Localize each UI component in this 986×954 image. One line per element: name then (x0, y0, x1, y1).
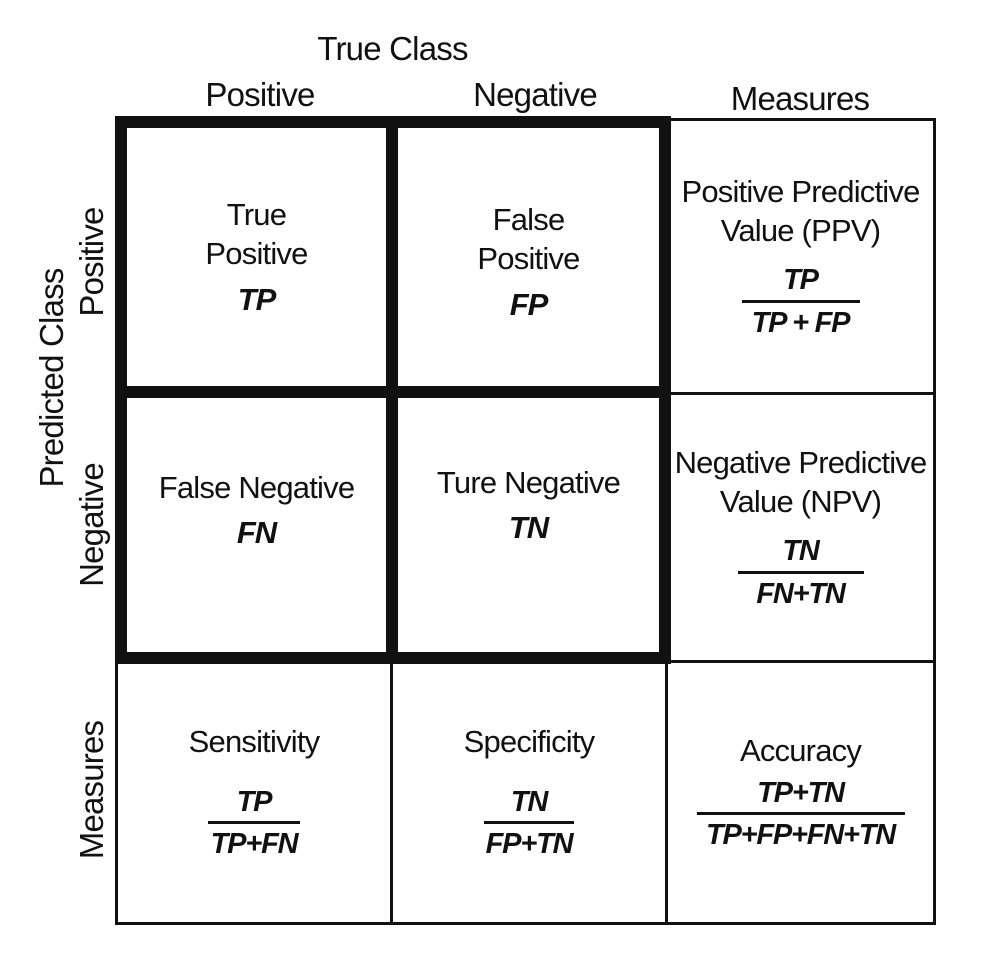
cell-false-positive: False Positive FP (398, 128, 659, 386)
true-class-header: True Class (317, 30, 468, 67)
specificity-label: Specificity (463, 724, 596, 760)
sensitivity-label: Sensitivity (188, 724, 321, 760)
predicted-class-header: Predicted Class (33, 268, 70, 488)
ppv-label-line2: Value (PPV) (720, 212, 881, 248)
tp-label-line2: Positive (205, 236, 308, 271)
accuracy-numerator: TP+TN (757, 777, 845, 810)
specificity-numerator: TN (510, 786, 548, 819)
measure-accuracy: Accuracy TP+TN TP+FP+FN+TN (668, 663, 933, 922)
row-header-positive: Positive (73, 207, 110, 317)
specificity-denominator: FP+TN (485, 828, 574, 861)
fp-label-line2: Positive (477, 241, 580, 276)
ppv-denominator: TP + FP (751, 306, 851, 339)
ppv-fraction-bar (741, 299, 860, 303)
sensitivity-numerator: TP (236, 786, 273, 819)
tp-label-line1: True (226, 197, 287, 233)
cell-true-positive: True Positive TP (127, 128, 386, 386)
accuracy-fraction-bar (696, 812, 905, 816)
npv-denominator: FN+TN (756, 577, 845, 610)
npv-numerator: TN (782, 535, 819, 568)
npv-label-line1: Negative Predictive (674, 444, 928, 480)
accuracy-label: Accuracy (739, 733, 862, 769)
col-header-measures: Measures (730, 80, 870, 117)
measure-specificity: Specificity TN FP+TN (393, 663, 665, 922)
row-header-negative: Negative (73, 463, 110, 587)
tn-abbr: TN (508, 510, 549, 546)
specificity-fraction-bar (484, 821, 574, 825)
ppv-numerator: TP (783, 264, 819, 297)
specificity-formula: TN FP+TN (484, 786, 574, 862)
sensitivity-fraction-bar (208, 821, 300, 825)
tn-label: Ture Negative (436, 464, 621, 500)
col-header-negative: Negative (473, 76, 598, 113)
ppv-formula: TP TP + FP (741, 264, 860, 340)
col-header-positive: Positive (205, 76, 315, 113)
sensitivity-formula: TP TP+FN (208, 786, 300, 862)
fp-abbr: FP (509, 286, 549, 322)
npv-label-line2: Value (NPV) (719, 483, 882, 519)
accuracy-denominator: TP+FP+FN+TN (705, 819, 896, 852)
tp-abbr: TP (237, 281, 277, 317)
ppv-label-line1: Positive Predictive (681, 173, 920, 209)
fp-label-line1: False (492, 202, 566, 238)
npv-formula: TN FN+TN (737, 535, 864, 611)
measure-npv: Negative Predictive Value (NPV) TN FN+TN (668, 395, 933, 660)
row-header-measures: Measures (73, 720, 110, 860)
sensitivity-denominator: TP+FN (210, 828, 299, 861)
accuracy-formula: TP+TN TP+FP+FN+TN (696, 777, 905, 853)
fn-abbr: FN (236, 515, 277, 551)
cell-true-negative: Ture Negative TN (398, 398, 659, 652)
cell-false-negative: False Negative FN (127, 398, 386, 652)
npv-fraction-bar (737, 570, 864, 574)
measure-ppv: Positive Predictive Value (PPV) TP TP + … (668, 121, 933, 392)
fn-label: False Negative (158, 469, 355, 505)
measure-sensitivity: Sensitivity TP TP+FN (118, 663, 390, 922)
